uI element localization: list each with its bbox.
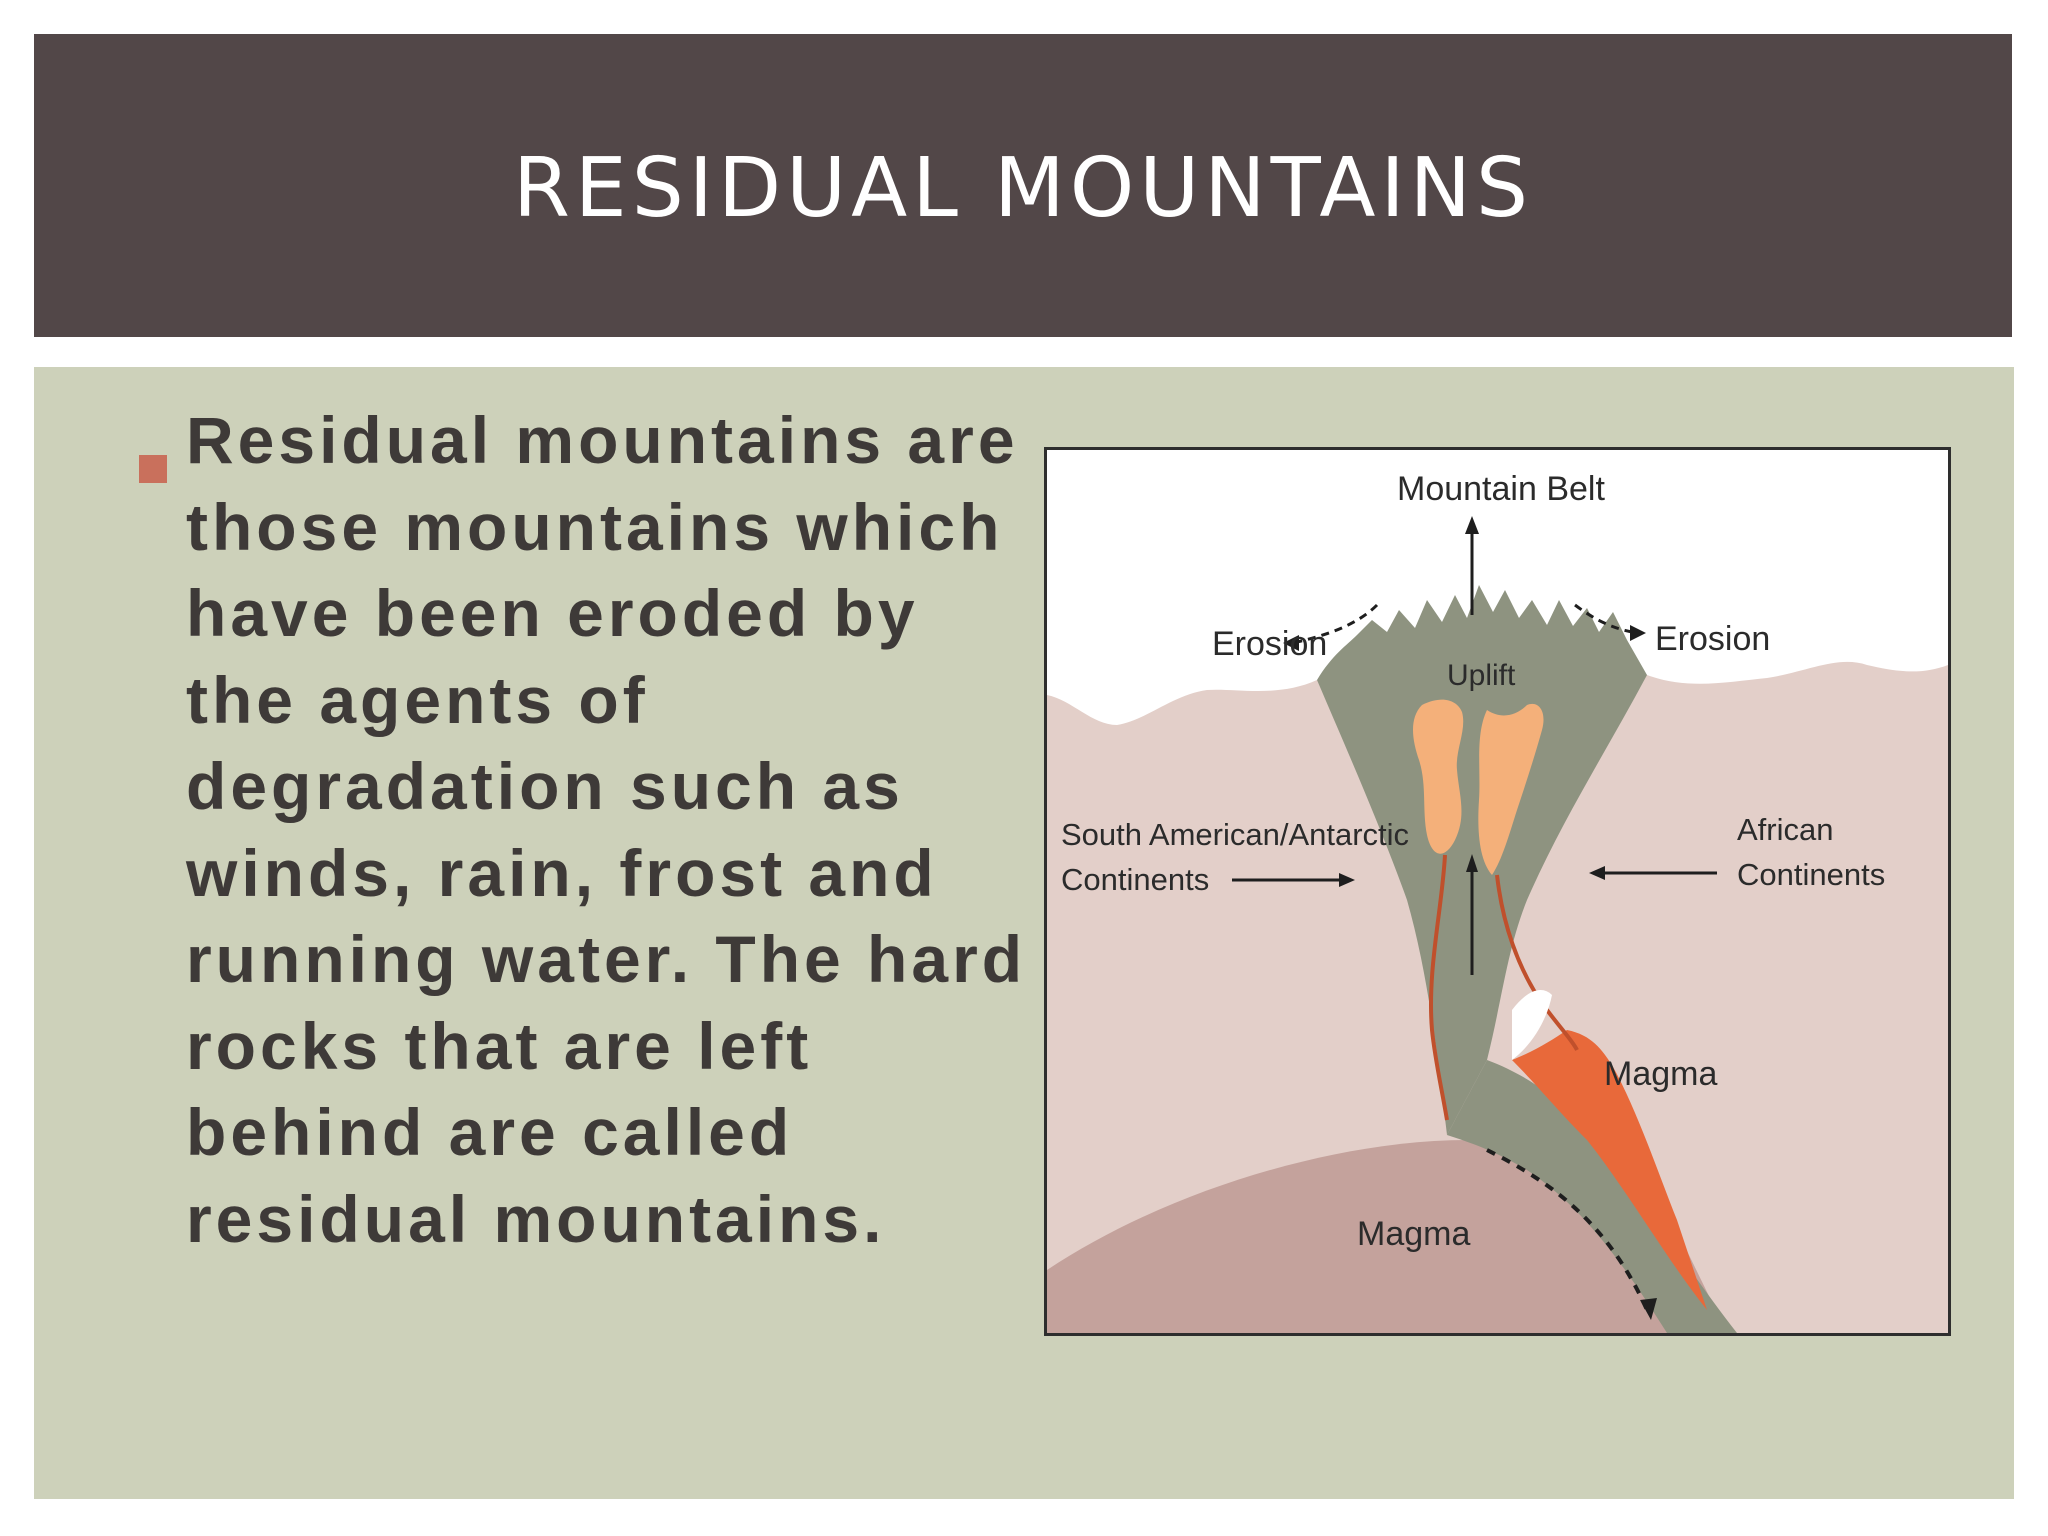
label-erosion-right: Erosion xyxy=(1655,620,1770,658)
label-magma-lower: Magma xyxy=(1357,1215,1470,1253)
bullet-item: Residual mountains are those mountains w… xyxy=(139,397,1039,1262)
erosion-arrow-right xyxy=(1574,603,1633,634)
erosion-arrow-left xyxy=(1296,603,1379,644)
label-south-american-2: Continents xyxy=(1061,862,1209,897)
magma-chamber-left xyxy=(1413,699,1464,854)
label-erosion-left: Erosion xyxy=(1212,625,1327,663)
label-uplift: Uplift xyxy=(1447,659,1516,692)
label-mountain-belt: Mountain Belt xyxy=(1397,470,1605,508)
subducting-slab xyxy=(1447,1060,1737,1333)
content-panel: Residual mountains are those mountains w… xyxy=(34,367,2014,1499)
uplift-arrow-inner-head xyxy=(1466,854,1478,872)
erosion-arrow-right-head xyxy=(1630,625,1646,641)
label-magma-upper: Magma xyxy=(1604,1055,1717,1093)
diagram-svg: Mountain Belt Erosion Erosion Uplift Sou… xyxy=(1047,450,1948,1333)
magma-conduit-left xyxy=(1428,854,1449,1121)
mountain-formation-diagram: Mountain Belt Erosion Erosion Uplift Sou… xyxy=(1044,447,1951,1336)
uplift-arrow-top-head xyxy=(1465,516,1479,534)
subduction-arrow-head xyxy=(1640,1298,1657,1320)
slide-title: RESIDUAL MOUNTAINS xyxy=(512,141,1534,236)
bullet-text: Residual mountains are those mountains w… xyxy=(186,403,1027,1256)
subduction-arrow xyxy=(1486,1148,1649,1311)
label-african-1: African xyxy=(1737,812,1833,847)
push-arrow-left-head xyxy=(1339,873,1355,887)
label-south-american-1: South American/Antarctic xyxy=(1061,817,1409,852)
erosion-arrow-left-head xyxy=(1283,635,1299,651)
push-arrow-right-head xyxy=(1589,866,1605,880)
bullet-square-icon xyxy=(139,455,167,483)
rising-gap xyxy=(1512,990,1552,1060)
magma-wedge xyxy=(1512,1030,1707,1310)
title-bar: RESIDUAL MOUNTAINS xyxy=(34,34,2012,337)
label-african-2: Continents xyxy=(1737,857,1885,892)
magma-chamber-right xyxy=(1478,703,1544,875)
mountain-belt-wedge xyxy=(1317,585,1647,1135)
